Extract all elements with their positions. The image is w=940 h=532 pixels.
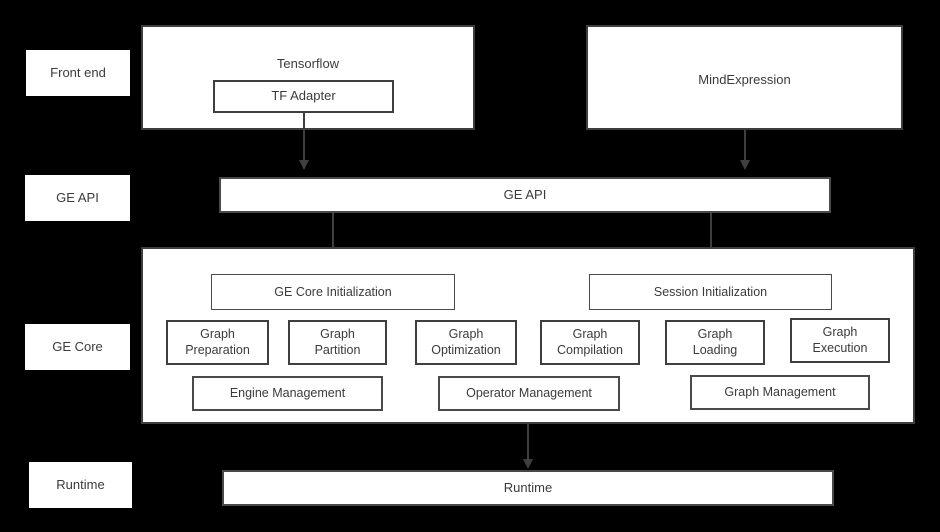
graph-compilation-line1: Graph <box>572 326 608 341</box>
graph-execution-line2: Execution <box>812 340 868 355</box>
rail-label-ge-core: GE Core <box>25 324 130 370</box>
ge-api-bar[interactable]: GE API <box>219 177 831 213</box>
session-initialization-node[interactable]: Session Initialization <box>589 274 832 310</box>
graph-loading-line2: Loading <box>692 342 738 357</box>
ge-api-bar-label: GE API <box>503 186 547 202</box>
session-initialization-label: Session Initialization <box>653 284 768 299</box>
tf-adapter-label: TF Adapter <box>271 88 336 104</box>
rail-label-front-end: Front end <box>26 50 130 96</box>
rail-label-ge-api: GE API <box>25 175 130 221</box>
operator-management-label: Operator Management <box>466 386 592 401</box>
rail-label-ge-api-text: GE API <box>56 189 99 205</box>
connector-ge-api-to-ge-core-init <box>332 213 334 262</box>
connector-tf-adapter-to-ge-api <box>303 113 305 163</box>
graph-partition-line2: Partition <box>314 342 361 357</box>
arrowhead-ge-core-to-runtime <box>523 459 533 469</box>
arrowhead-tf-adapter-to-ge-api <box>299 160 309 170</box>
graph-loading-line1: Graph <box>697 326 733 341</box>
graph-execution-line1: Graph <box>822 324 858 339</box>
connector-ge-api-to-session-init <box>710 213 712 262</box>
graph-management-node[interactable]: Graph Management <box>690 375 870 410</box>
rail-label-runtime-text: Runtime <box>56 476 105 492</box>
connector-mindexpression-to-ge-api <box>744 130 746 163</box>
graph-partition-line1: Graph <box>320 326 355 341</box>
graph-preparation-line1: Graph <box>200 326 235 341</box>
engine-management-label: Engine Management <box>229 386 346 401</box>
graph-optimization-line2: Optimization <box>431 342 501 357</box>
runtime-bar[interactable]: Runtime <box>222 470 834 506</box>
graph-preparation-line2: Preparation <box>185 342 250 357</box>
tf-adapter-node[interactable]: TF Adapter <box>213 80 394 113</box>
operator-management-node[interactable]: Operator Management <box>438 376 620 411</box>
connector-ge-core-to-runtime <box>527 424 529 462</box>
rail-label-ge-core-text: GE Core <box>52 338 103 354</box>
ge-core-initialization-node[interactable]: GE Core Initialization <box>211 274 455 310</box>
rail-label-front-end-text: Front end <box>50 64 106 80</box>
tensorflow-panel-title: Tensorflow <box>276 56 340 71</box>
tensorflow-panel: Tensorflow <box>141 25 475 130</box>
rail-label-runtime: Runtime <box>29 462 132 508</box>
arrowhead-mindexpression-to-ge-api <box>740 160 750 170</box>
ge-core-initialization-label: GE Core Initialization <box>274 284 392 299</box>
graph-compilation-line2: Compilation <box>556 342 623 357</box>
runtime-bar-label: Runtime <box>503 479 553 495</box>
mindexpression-panel-title: MindExpression <box>698 72 791 87</box>
graph-optimization-line1: Graph <box>448 326 484 341</box>
engine-management-node[interactable]: Engine Management <box>192 376 383 411</box>
graph-management-label: Graph Management <box>724 385 836 400</box>
mindexpression-panel: MindExpression <box>586 25 903 130</box>
